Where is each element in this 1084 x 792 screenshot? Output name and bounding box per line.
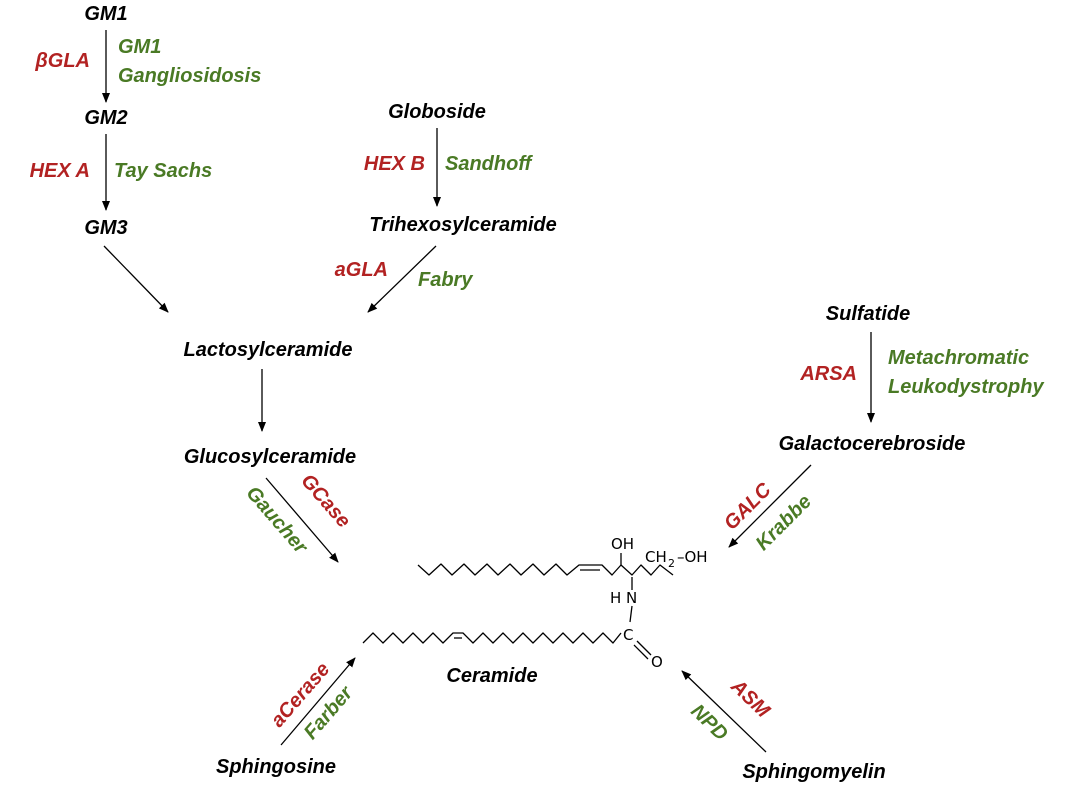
fatty-acid-chain <box>362 632 622 644</box>
enzyme-arsa: ARSA <box>799 363 857 385</box>
arrow-sphingomyelin-to-ceramide <box>681 670 767 753</box>
ceramide-terminal-oh: –OH <box>677 548 708 566</box>
ceramide-o: O <box>651 653 663 671</box>
compound-gm1: GM1 <box>84 3 127 25</box>
compound-trihexosylceramide: Trihexosylceramide <box>369 214 557 236</box>
disease-npd: NPD <box>686 700 732 745</box>
compound-sphingomyelin: Sphingomyelin <box>742 761 885 783</box>
arrow-trihexosylceramide-to-lactosylceramide <box>367 245 437 313</box>
disease-mld-line2: Leukodystrophy <box>888 376 1044 398</box>
ceramide-ch2: CH <box>645 548 667 566</box>
ceramide-ch2-subscript: 2 <box>668 557 675 570</box>
arrow-sphingosine-to-ceramide <box>280 657 356 746</box>
sphingosine-chain <box>417 563 674 576</box>
nc-bond <box>629 605 633 623</box>
carbonyl-bond-2 <box>633 644 649 660</box>
carbonyl-bond-1 <box>636 640 652 656</box>
disease-fabry: Fabry <box>418 269 473 291</box>
ceramide-oh: OH <box>611 535 634 553</box>
arrow-galactocerebroside-to-ceramide <box>728 464 812 548</box>
compound-sulfatide: Sulfatide <box>826 303 910 325</box>
compound-globoside: Globoside <box>388 101 486 123</box>
compound-ceramide: Ceramide <box>446 665 537 687</box>
enzyme-asm: ASM <box>726 675 775 723</box>
compound-gm3: GM3 <box>84 217 127 239</box>
disease-mld-line1: Metachromatic <box>888 347 1029 369</box>
ceramide-hn: H N <box>610 589 637 607</box>
compound-gm2: GM2 <box>84 107 127 129</box>
arrow-gm3-to-lactosylceramide <box>103 245 169 313</box>
compound-sphingosine: Sphingosine <box>216 756 336 778</box>
disease-gm1-gangliosidosis-line1: GM1 <box>118 36 161 58</box>
compound-lactosylceramide: Lactosylceramide <box>184 339 353 361</box>
disease-tay-sachs: Tay Sachs <box>114 160 212 182</box>
enzyme-hexa: HEX A <box>30 160 90 182</box>
enzyme-agla: aGLA <box>335 259 388 281</box>
compound-glucosylceramide: Glucosylceramide <box>184 446 356 468</box>
disease-sandhoff: Sandhoff <box>445 153 534 175</box>
ceramide-c: C <box>623 626 633 644</box>
ceramide-structure <box>362 553 674 660</box>
enzyme-bgla: βGLA <box>34 50 90 72</box>
compound-galactocerebroside: Galactocerebroside <box>779 433 966 455</box>
disease-gm1-gangliosidosis-line2: Gangliosidosis <box>118 65 261 87</box>
enzyme-hexb: HEX B <box>364 153 425 175</box>
arrow-glucosylceramide-to-ceramide <box>265 477 339 563</box>
